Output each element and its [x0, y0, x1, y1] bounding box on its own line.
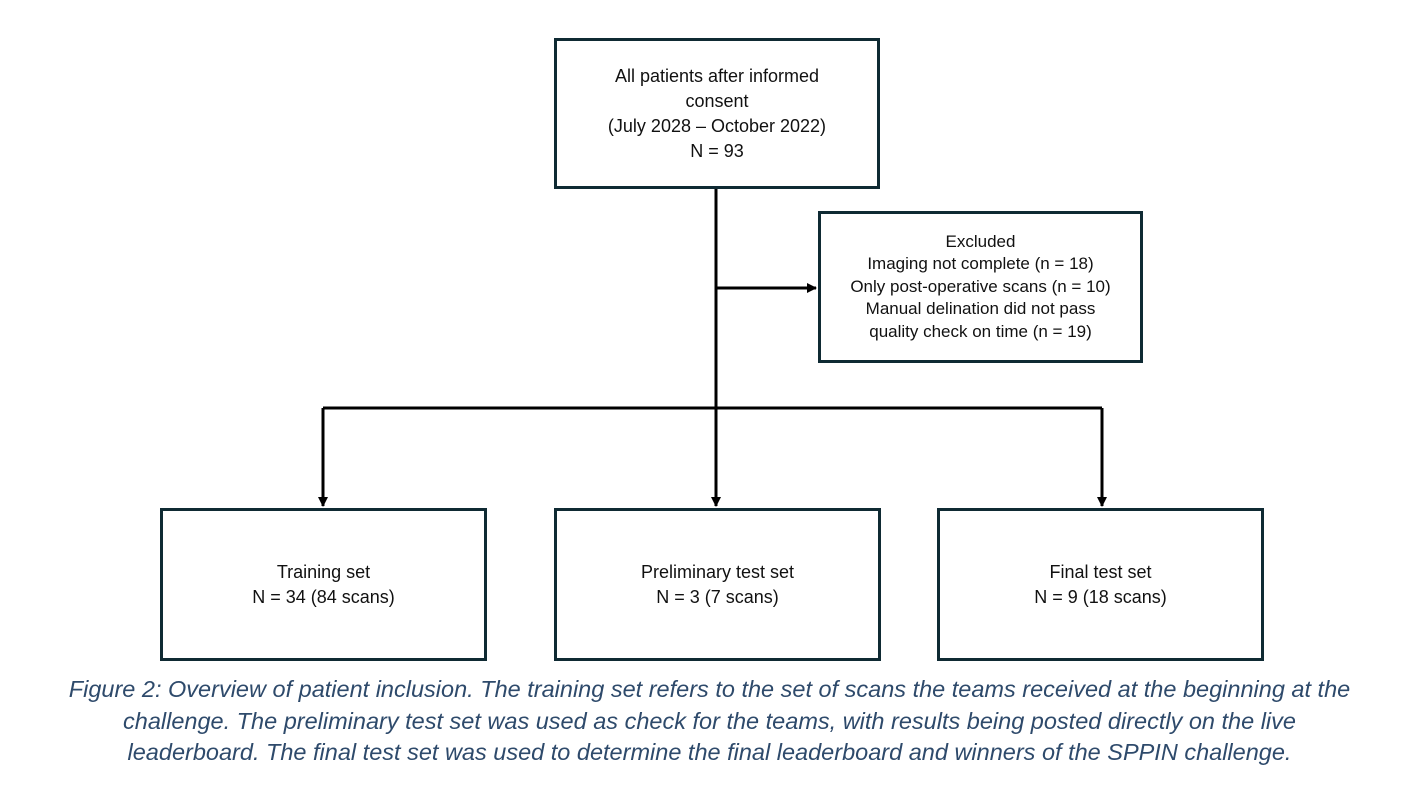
final-test-set-box: Final test set N = 9 (18 scans)	[937, 508, 1264, 661]
preliminary-test-set-title: Preliminary test set	[640, 561, 795, 582]
all-patients-count: N = 93	[690, 140, 744, 161]
preliminary-test-set-box: Preliminary test set N = 3 (7 scans)	[554, 508, 881, 661]
excluded-reason-post-operative: Only post-operative scans (n = 10)	[850, 276, 1111, 296]
excluded-reason-delineation-2: quality check on time (n = 19)	[869, 321, 1092, 341]
excluded-box: Excluded Imaging not complete (n = 18) O…	[818, 211, 1143, 363]
training-set-title: Training set	[276, 561, 371, 582]
excluded-reason-imaging: Imaging not complete (n = 18)	[867, 254, 1094, 274]
all-patients-box: All patients after informed consent (Jul…	[554, 38, 880, 189]
figure-caption: Figure 2: Overview of patient inclusion.…	[0, 674, 1419, 769]
final-test-set-title: Final test set	[1049, 561, 1152, 582]
training-set-box: Training set N = 34 (84 scans)	[160, 508, 487, 661]
caption-line-2: challenge. The preliminary test set was …	[123, 707, 1296, 734]
preliminary-test-set-count: N = 3 (7 scans)	[656, 586, 779, 607]
caption-line-1: Figure 2: Overview of patient inclusion.…	[68, 676, 1351, 702]
final-test-set-count: N = 9 (18 scans)	[1034, 586, 1167, 607]
excluded-title: Excluded	[945, 231, 1016, 251]
all-patients-date-range: (July 2028 – October 2022)	[607, 115, 827, 136]
training-set-count: N = 34 (84 scans)	[252, 586, 395, 607]
caption-line-3: leaderboard. The final test set was used…	[127, 739, 1292, 765]
all-patients-line-2: consent	[685, 90, 749, 111]
all-patients-line-1: All patients after informed	[614, 65, 820, 86]
excluded-reason-delineation-1: Manual delination did not pass	[865, 299, 1096, 319]
